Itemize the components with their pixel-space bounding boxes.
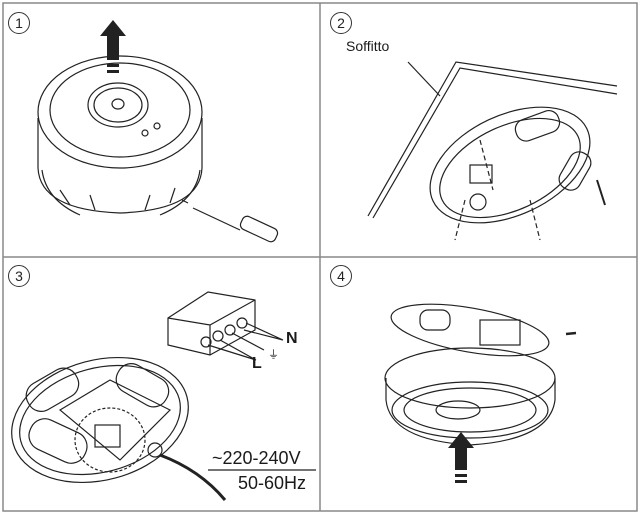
step-number-2: 2: [330, 12, 352, 34]
step-number-1: 1: [8, 12, 30, 34]
earth-symbol-icon: ⏚: [268, 348, 279, 361]
ceiling-label: Soffitto: [346, 38, 390, 54]
step4-lamp: [384, 303, 577, 446]
step1-lamp-cover: [37, 55, 203, 216]
terminal-block: [167, 291, 284, 361]
screwdriver-icon: [181, 199, 279, 243]
up-arrow-icon: [448, 432, 474, 483]
supply-voltage: ~220-240V: [212, 448, 301, 468]
supply-frequency: 50-60Hz: [238, 473, 307, 493]
step-number-3: 3: [8, 265, 30, 287]
step-number-4: 4: [330, 265, 352, 287]
neutral-label: N: [286, 330, 298, 347]
live-label: L: [252, 355, 262, 372]
up-arrow-icon: [100, 20, 126, 73]
ceiling: [367, 61, 618, 219]
step2-base: [429, 106, 606, 241]
step3-base: [11, 356, 227, 501]
